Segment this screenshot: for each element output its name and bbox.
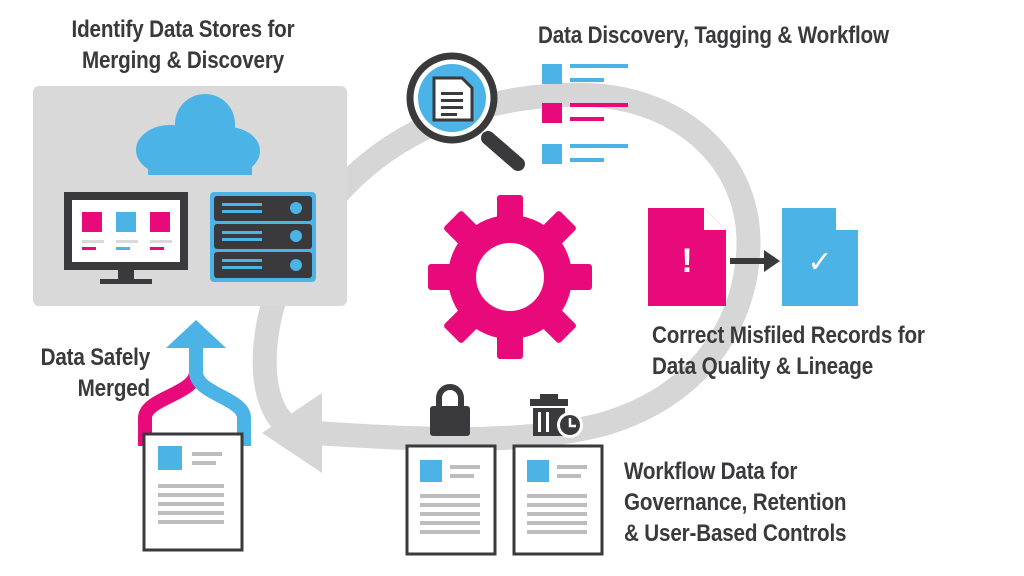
magnifier-document-icon [406, 52, 525, 171]
label-line: Data Safely [40, 344, 151, 371]
workflow-governance-label: Workflow Data for Governance, Retention … [624, 456, 847, 549]
right-arrow-icon [730, 250, 780, 272]
correct-misfiled-label: Correct Misfiled Records for Data Qualit… [652, 320, 925, 382]
label-line: Correct Misfiled Records for [652, 322, 925, 349]
corrected-document-icon: ✓ [782, 208, 858, 306]
data-safely-merged-label: Data Safely Merged [21, 342, 151, 404]
monitor-icon [64, 192, 188, 284]
label-line: Data Discovery, Tagging & Workflow [538, 22, 889, 49]
data-stores-panel [33, 86, 347, 306]
misfiled-document-icon: ! [648, 208, 726, 306]
merged-document [142, 432, 244, 552]
retention-document [512, 444, 604, 556]
label-line: & User-Based Controls [624, 520, 847, 547]
label-line: Identify Data Stores for [71, 16, 295, 43]
lock-icon [430, 384, 470, 436]
label-line: Merging & Discovery [81, 47, 285, 74]
tag-list-icon [542, 64, 628, 164]
cloud-icon [136, 94, 260, 175]
label-line: Workflow Data for [624, 458, 798, 485]
gear-icon [428, 195, 592, 359]
check-glyph: ✓ [807, 245, 832, 280]
cycle-arrowhead [262, 393, 322, 473]
merge-arrow-icon [138, 320, 251, 446]
data-discovery-label: Data Discovery, Tagging & Workflow [538, 20, 889, 51]
alert-glyph: ! [681, 242, 692, 280]
identify-data-stores-label: Identify Data Stores for Merging & Disco… [41, 14, 325, 76]
label-line: Data Quality & Lineage [652, 353, 874, 380]
server-rack-icon [210, 192, 316, 282]
label-line: Governance, Retention [624, 489, 847, 516]
retention-trash-clock-icon [530, 394, 583, 438]
label-line: Merged [77, 375, 151, 402]
locked-document [405, 444, 497, 556]
